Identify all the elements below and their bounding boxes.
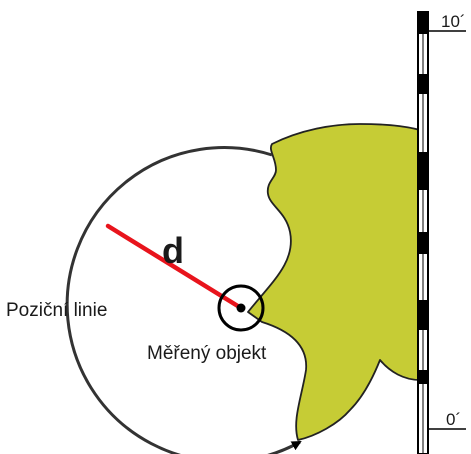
- measured-object-shape: [247, 123, 421, 441]
- scale-segment: [418, 74, 428, 94]
- scale-segment: [418, 152, 428, 190]
- scale-segment: [418, 370, 428, 384]
- center-point: [236, 303, 246, 313]
- scale-bar: [417, 11, 466, 454]
- scale-top-label: 10´: [441, 12, 466, 31]
- scale-segment: [418, 232, 428, 254]
- distance-radius-line: [105, 223, 244, 311]
- scale-segment: [418, 300, 428, 330]
- position-line-label: Poziční linie: [6, 300, 107, 321]
- measured-object-label: Měřený objekt: [147, 343, 267, 364]
- distance-label: d: [162, 230, 184, 271]
- center-target-ring: [217, 284, 265, 332]
- scale-bottom-label: 0´: [446, 410, 461, 429]
- scale-segment: [418, 12, 428, 34]
- position-line-arc: [65, 146, 302, 454]
